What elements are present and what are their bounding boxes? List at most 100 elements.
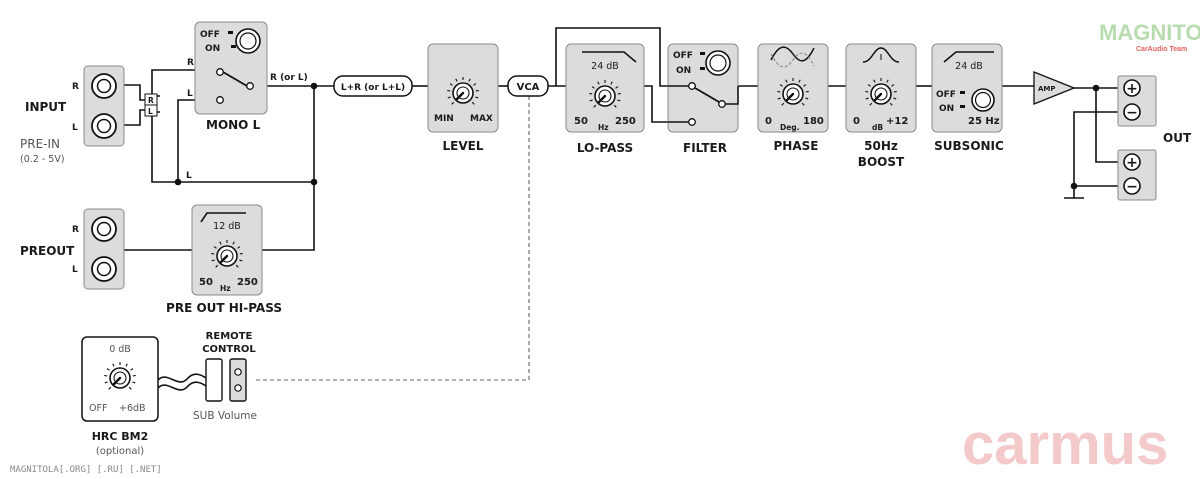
filter-on-label: ON: [676, 66, 691, 76]
input-r-jack[interactable]: [91, 73, 117, 99]
preout-hipass-max: 250: [237, 277, 258, 288]
preout-hipass-slope: 12 dB: [213, 221, 241, 232]
level-title: LEVEL: [443, 139, 484, 153]
input-l-jack[interactable]: [91, 113, 117, 139]
lo-pass-curve-icon: [582, 51, 637, 63]
boost-knob[interactable]: [865, 78, 897, 106]
logo-subtext: CarAudio Team: [1136, 46, 1187, 53]
remote-plug: [205, 358, 223, 402]
boost-max: +12: [886, 116, 908, 127]
boost-block: 0 +12 dB 50Hz BOOST: [845, 43, 917, 169]
svg-text:−: −: [1126, 179, 1138, 195]
remote-section: REMOTE CONTROL SUB Volume: [193, 331, 257, 422]
lo-pass-knob[interactable]: [589, 80, 621, 108]
vca-box: VCA: [507, 75, 549, 97]
junction-dots: [174, 82, 1100, 190]
mono-l-block: OFF ON R L R (or L) MONO L: [187, 21, 308, 132]
preout-r-label: R: [72, 225, 79, 235]
hrc-max: +6dB: [119, 403, 146, 414]
filter-off-label: OFF: [673, 51, 693, 61]
svg-text:−: −: [1126, 105, 1138, 121]
mono-l-title: MONO L: [206, 118, 261, 132]
preout-section: PREOUT R L: [20, 208, 125, 290]
logo-text: MAGNITOLA: [1099, 20, 1200, 45]
preout-l-jack[interactable]: [91, 256, 117, 282]
mono-out-label: R (or L): [270, 73, 308, 83]
subsonic-block: 24 dB OFF ON 25 Hz SUBSONIC: [931, 43, 1004, 153]
boost-title-2: BOOST: [858, 155, 905, 169]
svg-text:+: +: [1126, 81, 1138, 97]
mono-in-l: L: [187, 89, 193, 99]
level-max: MAX: [470, 114, 493, 124]
subsonic-off-label: OFF: [936, 90, 956, 100]
phase-block: 0 180 Deg. PHASE: [757, 43, 829, 153]
remote-jack[interactable]: [229, 358, 247, 402]
footer-text: MAGNITOLA[.ORG] [.RU] [.NET]: [10, 465, 162, 475]
subsonic-on-label: ON: [939, 104, 954, 114]
magnitola-logo: MAGNITOLA CarAudio Team: [1099, 20, 1200, 53]
lo-pass-max: 250: [615, 116, 636, 127]
vca-label: VCA: [517, 82, 540, 93]
level-knob[interactable]: [447, 77, 479, 105]
input-voltage: (0.2 - 5V): [20, 154, 65, 165]
lo-pass-slope: 24 dB: [591, 61, 619, 72]
input-l-label: L: [72, 123, 78, 133]
subsonic-curve-icon: [943, 51, 994, 63]
remote-dashed-line: [256, 86, 530, 381]
boost-title-1: 50Hz: [864, 139, 898, 153]
phase-knob[interactable]: [777, 78, 809, 106]
input-pre-in: PRE-IN: [20, 137, 60, 151]
input-r-label: R: [72, 82, 79, 92]
preout-title: PREOUT: [20, 244, 75, 258]
lo-pass-block: 24 dB 50 250 Hz LO-PASS: [565, 43, 645, 155]
filter-block: OFF ON FILTER: [667, 43, 739, 155]
filter-button[interactable]: [705, 50, 731, 76]
boost-curve-icon: [862, 47, 900, 63]
preout-r-jack[interactable]: [91, 216, 117, 242]
level-min: MIN: [434, 114, 454, 124]
carmus-watermark: carmus: [962, 412, 1168, 477]
mono-l-button[interactable]: [235, 28, 261, 54]
preout-hipass-min: 50: [199, 277, 213, 288]
boost-min: 0: [853, 116, 860, 127]
phase-sine-icon: [770, 46, 815, 62]
hrc-knob[interactable]: [104, 362, 136, 390]
preout-l-label: L: [72, 265, 78, 275]
sum-label-box: L+R (or L+L): [333, 75, 413, 97]
input-title: INPUT: [25, 100, 67, 114]
preout-hipass-title: PRE OUT HI-PASS: [166, 301, 282, 315]
out-2-plus-terminal[interactable]: +: [1123, 153, 1141, 171]
lo-pass-unit: Hz: [598, 123, 609, 132]
lo-pass-title: LO-PASS: [577, 141, 633, 155]
preout-hipass-unit: Hz: [220, 284, 231, 293]
out-title: OUT: [1163, 131, 1192, 145]
lo-pass-min: 50: [574, 116, 588, 127]
phase-title: PHASE: [774, 139, 819, 153]
remote-sub-volume: SUB Volume: [193, 410, 257, 422]
filter-title: FILTER: [683, 141, 727, 155]
wiring: [124, 27, 1118, 391]
sum-label: L+R (or L+L): [341, 83, 405, 93]
preout-hipass-knob[interactable]: [211, 240, 243, 268]
subsonic-button[interactable]: [971, 88, 995, 112]
phase-max: 180: [803, 116, 824, 127]
subsonic-freq: 25 Hz: [968, 116, 1000, 127]
phase-unit: Deg.: [780, 123, 800, 132]
input-section: INPUT PRE-IN (0.2 - 5V) R L R L L: [20, 65, 192, 181]
hrc-min: OFF: [89, 403, 107, 414]
amp-triangle: AMP: [1033, 71, 1076, 105]
preout-hipass-block: 12 dB 50 250 Hz PRE OUT HI-PASS: [166, 204, 282, 315]
preout-hipass-curve-icon: [200, 212, 246, 223]
remote-title-2: CONTROL: [202, 344, 256, 355]
rl-terminal-r: R: [148, 96, 154, 105]
out-section: + − + − OUT: [1117, 75, 1192, 201]
mono-in-r: R: [187, 58, 194, 68]
phase-min: 0: [765, 116, 772, 127]
out-1-plus-terminal[interactable]: +: [1123, 79, 1141, 97]
out-1-minus-terminal[interactable]: −: [1123, 103, 1141, 121]
hrc-title: HRC BM2: [92, 430, 149, 443]
mono-on-label: ON: [205, 44, 220, 54]
subsonic-title: SUBSONIC: [934, 139, 1004, 153]
out-2-minus-terminal[interactable]: −: [1123, 177, 1141, 195]
level-block: MIN MAX LEVEL: [427, 43, 499, 153]
